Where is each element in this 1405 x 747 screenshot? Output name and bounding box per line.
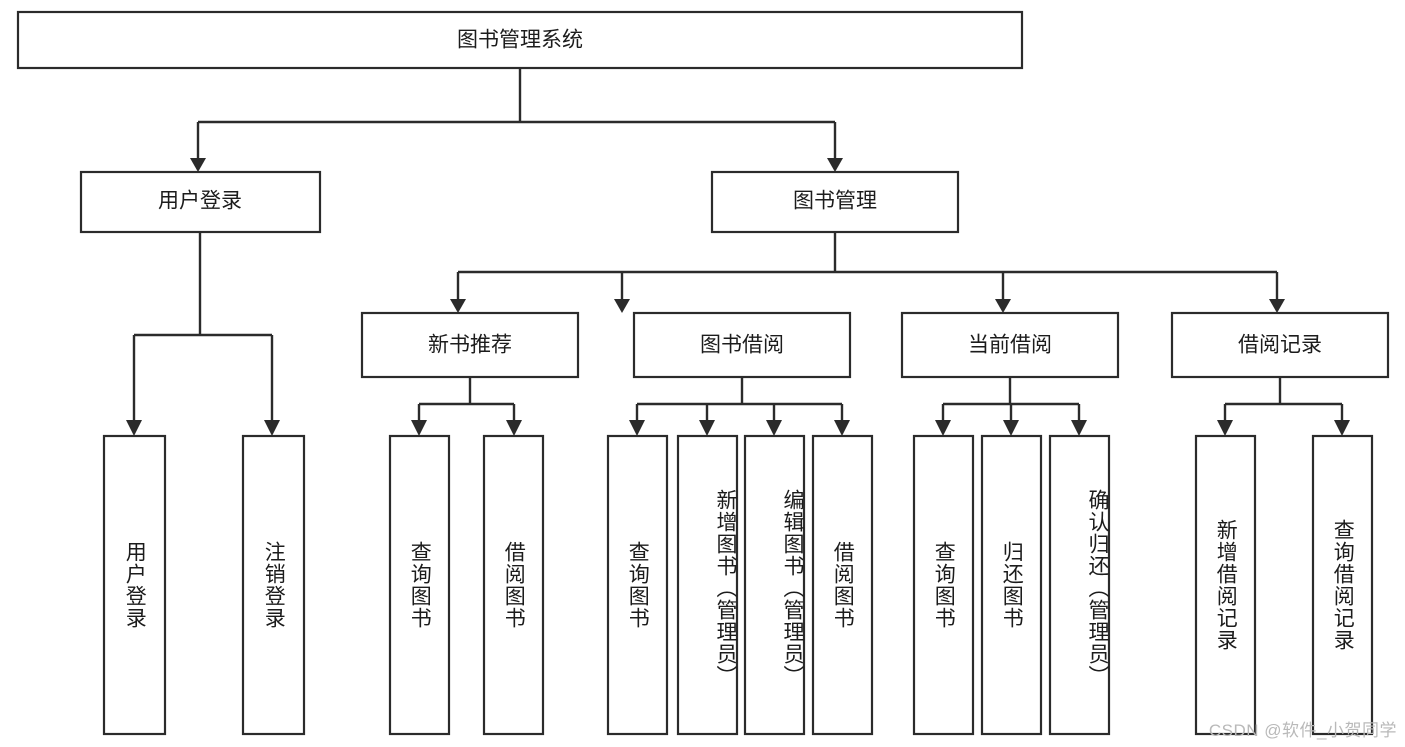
node-borrow-query-book-label: 查询图书 xyxy=(626,541,650,629)
arrowhead-borrow-query-book xyxy=(629,420,645,436)
node-user-login-label: 用户登录 xyxy=(158,190,242,213)
node-new-book-recommend[interactable]: 新书推荐 xyxy=(360,311,580,379)
node-book-manage-label: 图书管理 xyxy=(793,190,877,213)
node-root[interactable]: 图书管理系统 xyxy=(16,10,1024,70)
node-new-book-recommend-label: 新书推荐 xyxy=(428,334,512,357)
node-rec-add-borrow-record-label: 新增借阅记录 xyxy=(1214,519,1238,651)
node-cur-confirm-return-box[interactable] xyxy=(1048,434,1111,736)
node-current-borrow[interactable]: 当前借阅 xyxy=(900,311,1120,379)
node-borrow-edit-book-admin-label: 编辑图书（管理员） xyxy=(781,489,804,687)
node-current-borrow-label: 当前借阅 xyxy=(968,334,1052,357)
node-borrow-record-label: 借阅记录 xyxy=(1238,334,1322,357)
node-borrow-record[interactable]: 借阅记录 xyxy=(1170,311,1390,379)
arrowhead-rec-query-record xyxy=(1334,420,1350,436)
node-cur-return-book-label: 归还图书 xyxy=(1000,541,1024,629)
arrowhead-user-logout-leaf xyxy=(264,420,280,436)
connector-layer xyxy=(126,68,1350,436)
node-rec-query-book-box[interactable] xyxy=(388,434,451,736)
node-user-logout-leaf-box[interactable] xyxy=(241,434,306,736)
node-user-login[interactable]: 用户登录 xyxy=(79,170,322,234)
node-cur-return-book-box[interactable] xyxy=(980,434,1043,736)
arrowhead-record xyxy=(1269,299,1285,313)
arrowhead-cur-return-book xyxy=(1003,420,1019,436)
arrowhead-rec-query-book xyxy=(411,420,427,436)
node-book-borrow[interactable]: 图书借阅 xyxy=(632,311,852,379)
node-rec-borrow-book-box[interactable] xyxy=(482,434,545,736)
node-box-layer: 图书管理系统 用户登录 图书管理 新书推荐 图书借阅 当前 xyxy=(16,10,1390,736)
arrowhead-book-manage xyxy=(827,158,843,172)
arrowhead-user-login xyxy=(190,158,206,172)
node-borrow-query-book-box[interactable] xyxy=(606,434,669,736)
node-book-borrow-label: 图书借阅 xyxy=(700,334,784,357)
node-user-login-leaf-label: 用户登录 xyxy=(123,541,147,629)
node-borrow-edit-book-box[interactable] xyxy=(743,434,806,736)
csdn-watermark: CSDN @软件_小贺同学 xyxy=(1208,721,1397,740)
node-borrow-add-book-admin-label: 新增图书（管理员） xyxy=(714,489,737,687)
arrowhead-rec-borrow-book xyxy=(506,420,522,436)
arrowhead-rec-add-record xyxy=(1217,420,1233,436)
node-book-manage[interactable]: 图书管理 xyxy=(710,170,960,234)
arrowhead-cur-confirm-return xyxy=(1071,420,1087,436)
node-rec-query-borrow-record-box[interactable] xyxy=(1311,434,1374,736)
arrowhead-cur-query-book xyxy=(935,420,951,436)
node-borrow-borrow-book-label: 借阅图书 xyxy=(831,541,855,629)
arrowhead-borrow-edit-book xyxy=(766,420,782,436)
node-rec-query-borrow-record-label: 查询借阅记录 xyxy=(1331,519,1355,651)
node-cur-query-book-box[interactable] xyxy=(912,434,975,736)
arrowhead-borrow-borrow-book xyxy=(834,420,850,436)
arrowhead-borrow xyxy=(614,299,630,313)
arrowhead-recommend xyxy=(450,299,466,313)
arrowhead-current xyxy=(995,299,1011,313)
node-user-logout-leaf-label: 注销登录 xyxy=(262,541,286,629)
node-user-login-leaf-box[interactable] xyxy=(102,434,167,736)
node-borrow-add-book-box[interactable] xyxy=(676,434,739,736)
arrowhead-borrow-add-book xyxy=(699,420,715,436)
arrowhead-user-login-leaf xyxy=(126,420,142,436)
node-rec-query-book-label: 查询图书 xyxy=(408,541,432,629)
node-cur-query-book-label: 查询图书 xyxy=(932,541,956,629)
node-cur-confirm-return-admin-label: 确认归还（管理员） xyxy=(1086,489,1109,687)
node-rec-borrow-book-label: 借阅图书 xyxy=(502,541,526,629)
node-borrow-borrow-book-box[interactable] xyxy=(811,434,874,736)
node-rec-add-borrow-record-box[interactable] xyxy=(1194,434,1257,736)
node-root-label: 图书管理系统 xyxy=(457,29,583,52)
